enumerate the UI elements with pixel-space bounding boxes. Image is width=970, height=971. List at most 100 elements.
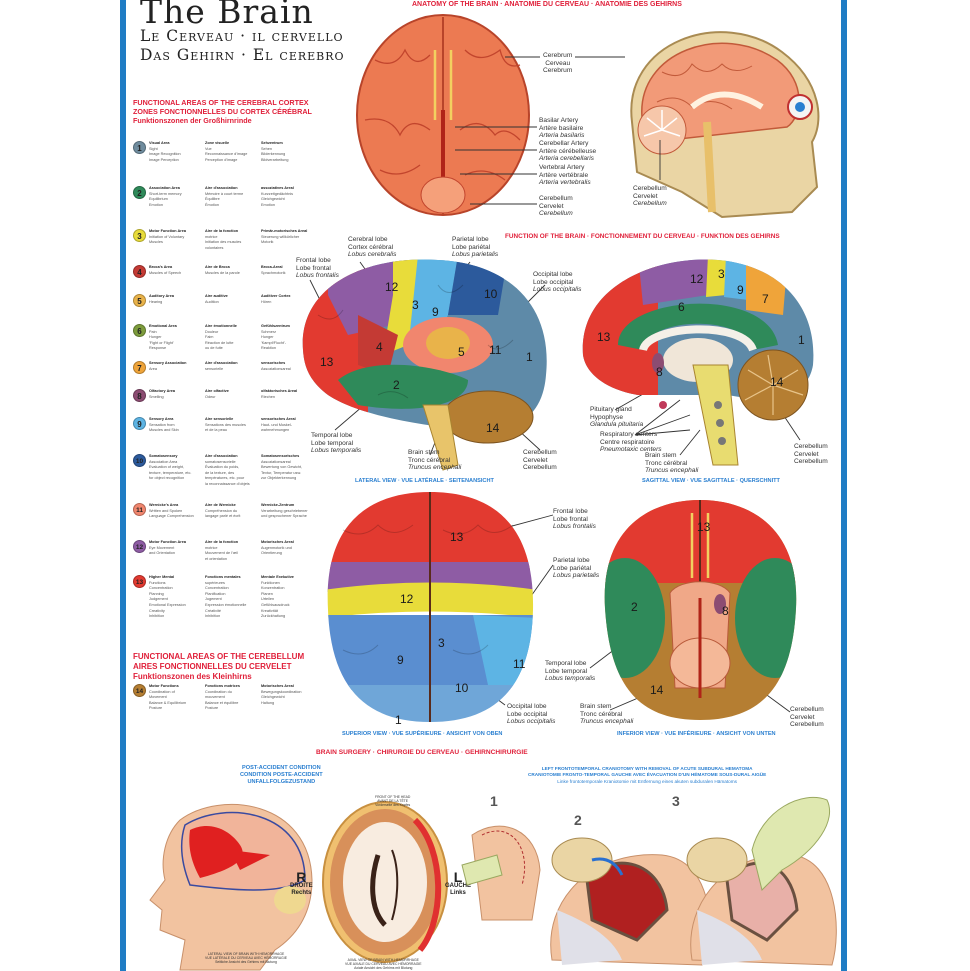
area-function: Functions [149, 580, 166, 585]
area-function: Kreativität [261, 608, 278, 613]
area-function: supérieures [205, 580, 225, 585]
area-name: Auditory Area [149, 294, 174, 298]
side-de: Rechts [291, 890, 312, 896]
area-function: Balance & Equilibrium [149, 700, 187, 705]
craniotomy-steps-illustration [461, 796, 837, 966]
t: AVANT DE LA TÊTE [377, 799, 409, 804]
label-en: Temporal lobe [545, 660, 587, 667]
sagittal-region-number: 8 [656, 365, 663, 379]
area-function: Written and Spoken [149, 508, 183, 513]
area-function: Inhibition [205, 614, 221, 619]
label-en: Cerebellum [790, 706, 824, 713]
area-function: Mouvement de l'œil [205, 551, 239, 556]
area-name: Fonctions motrices [205, 684, 241, 688]
area-function: 'Kampf/Flucht'- [261, 340, 287, 345]
label-la: Lobus parietalis [553, 572, 600, 580]
lateral-region-number: 1 [526, 350, 533, 364]
area-function: Muscles de la parole [205, 270, 240, 275]
area-name: Aire auditive [205, 294, 228, 298]
heading-de: UNFALLFOLGEZUSTAND [247, 779, 316, 785]
area-name: Aire de la fonction [205, 540, 239, 544]
area-function: Bewertung von Gewicht, [261, 465, 303, 470]
label-fr: Cervelet [633, 192, 658, 200]
area-number-badge: 9 [133, 417, 146, 430]
area-function: Gefühlsausdruck [261, 602, 290, 607]
area-function: Funktionen [261, 580, 280, 585]
lateral-region-number: 11 [489, 343, 502, 357]
area-function: Expression émotionnelle [205, 602, 247, 607]
area-function: Creativity [149, 608, 165, 613]
t: FRONT OF THE HEAD [375, 795, 411, 799]
title-subtitle-2: Das Gehirn · El cerebro [140, 46, 345, 64]
area-function: et orientation [205, 556, 227, 561]
cerebellum-heading-en: FUNCTIONAL AREAS OF THE CEREBELLUM [133, 652, 305, 661]
area-name: Fonctions mentales [205, 575, 241, 579]
area-function: Initiation of Voluntary [149, 234, 185, 239]
label-fr: Artère basilaire [539, 124, 584, 132]
area-function: Posture [205, 706, 219, 711]
inferior-region-number: 13 [697, 520, 711, 534]
area-function: Hören [261, 299, 272, 304]
label-la: Truncus encephali [408, 464, 462, 472]
area-name: Sensory Area [149, 417, 174, 421]
area-name: Aire d'association [205, 361, 238, 365]
area-function: de la texture, des [205, 470, 235, 475]
lateral-region-number: 12 [385, 280, 399, 294]
t: VUE LATÉRALE DU CERVEAU AVEC HÉMORRAGIE [205, 956, 287, 961]
area-name: Aire émotionnelle [205, 324, 237, 328]
area-function: Assoziationsareal [261, 459, 291, 464]
area-name: Emotional Area [149, 324, 177, 328]
area-function: la reconnaissance d'objets [205, 481, 250, 486]
sagittal-view-brain-illustration [582, 259, 814, 466]
label-fr: Cervelet [790, 713, 815, 721]
superior-region-number: 9 [397, 653, 404, 667]
label-la: Lobus occipitalis [533, 286, 582, 294]
cerebellum-heading-fr: AIRES FONCTIONNELLES DU CERVELET [133, 662, 292, 671]
area-function: Augenmotorik und [261, 545, 292, 550]
area-function: Sensations des muscles [205, 422, 246, 427]
area-name: Somatosensorisches [261, 454, 300, 458]
area-name: Association Area [149, 186, 180, 190]
superior-region-number: 12 [400, 592, 414, 606]
area-number-badge: 10 [133, 454, 146, 467]
brain-inferior-anatomy-illustration [356, 14, 530, 216]
inferior-view-caption: INFERIOR VIEW · VUE INFÉRIEURE · ANSICHT… [617, 731, 776, 737]
area-function: Planen [261, 591, 273, 596]
function-heading: FUNCTION OF THE BRAIN · FONCTIONNEMENT D… [505, 233, 780, 240]
area-number-badge: 13 [133, 575, 146, 588]
cortex-heading-fr: ZONES FONCTIONNELLES DU CORTEX CÉRÉBRAL [133, 107, 312, 116]
label-en: Occipital lobe [507, 703, 547, 710]
label-fr: Tronc cérébral [645, 459, 688, 467]
label-la: Cerebellum [523, 464, 557, 472]
cortex-heading: FUNCTIONAL AREAS OF THE CEREBRAL CORTEX … [133, 98, 312, 125]
area-function: texture, temperature, etc. [149, 470, 192, 475]
area-function: Évaluation du poids, [205, 465, 240, 470]
area-function: motrice [205, 234, 218, 239]
area-function: Réaction de lutte [205, 340, 234, 345]
lateral-region-number: 13 [320, 355, 334, 369]
area-name: Broca-Areal [261, 265, 283, 269]
sagittal-region-number: 13 [597, 330, 611, 344]
area-number-badge: 8 [133, 389, 146, 402]
area-function: Équilibre [205, 197, 220, 202]
label-en: Vertebral Artery [539, 164, 585, 171]
area-function: Odeur [205, 394, 216, 399]
area-function: Schmerz [261, 329, 276, 334]
